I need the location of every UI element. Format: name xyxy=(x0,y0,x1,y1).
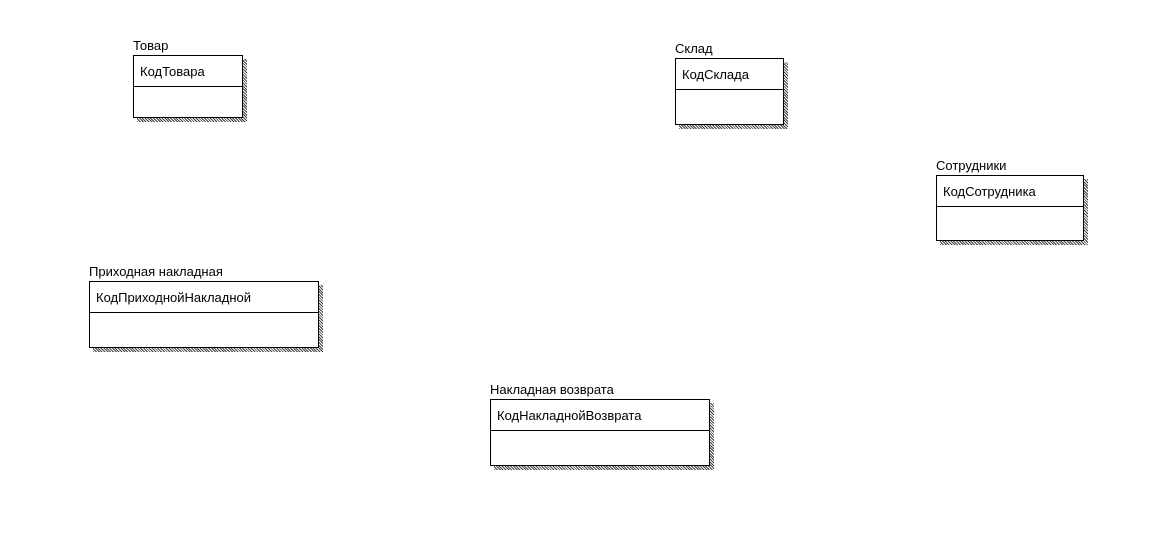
primary-key-field: КодСотрудника xyxy=(937,176,1083,207)
entity-title: Накладная возврата xyxy=(490,382,614,397)
attributes-area xyxy=(937,207,1083,237)
entity-box[interactable]: КодСотрудника xyxy=(936,175,1084,241)
attributes-area xyxy=(134,87,242,117)
entity-title: Приходная накладная xyxy=(89,264,223,279)
attributes-area xyxy=(491,431,709,461)
entity-title: Товар xyxy=(133,38,169,53)
entity-box[interactable]: КодТовара xyxy=(133,55,243,118)
primary-key-field: КодСклада xyxy=(676,59,783,90)
primary-key-field: КодТовара xyxy=(134,56,242,87)
primary-key-field: КодНакладнойВозврата xyxy=(491,400,709,431)
primary-key-field: КодПриходнойНакладной xyxy=(90,282,318,313)
attributes-area xyxy=(676,90,783,120)
entity-box[interactable]: КодПриходнойНакладной xyxy=(89,281,319,348)
entity-box[interactable]: КодСклада xyxy=(675,58,784,125)
entity-title: Сотрудники xyxy=(936,158,1007,173)
entity-box[interactable]: КодНакладнойВозврата xyxy=(490,399,710,466)
entity-title: Склад xyxy=(675,41,713,56)
attributes-area xyxy=(90,313,318,343)
